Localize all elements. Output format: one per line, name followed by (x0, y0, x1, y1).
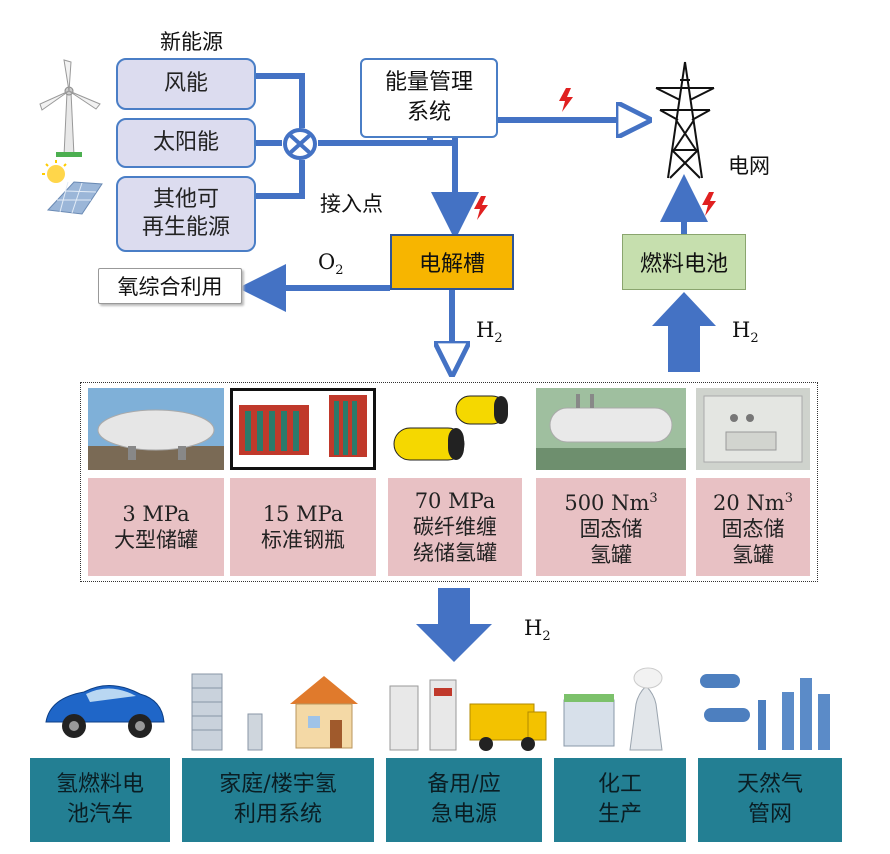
ems-label: 能量管理 系统 (384, 70, 473, 125)
chemical-plant-icon (563, 667, 663, 751)
h2-label-electrolyzer: H2 (476, 318, 503, 347)
steel-cylinders-image (230, 388, 376, 470)
electrolyzer-box: 电解槽 (390, 234, 514, 290)
source-solar: 太阳能 (116, 118, 256, 168)
app-label-backup-power: 备用/应急电源 (386, 758, 542, 842)
fuel-cell-label: 燃料电池 (639, 252, 728, 277)
energy-management-system: 能量管理 系统 (360, 58, 498, 138)
oxygen-utilization-box: 氧综合利用 (98, 268, 242, 304)
solar-panel-icon (42, 160, 103, 215)
carbon-fiber-tank-image (388, 388, 522, 470)
fuel-cell-car-icon (45, 685, 165, 738)
source-other-label: 其他可 再生能源 (141, 187, 230, 240)
app-label-fuel-cell-car: 氢燃料电池汽车 (30, 758, 170, 842)
transmission-tower-icon (655, 61, 715, 179)
lightning-icon (559, 88, 573, 112)
electrolyzer-label: 电解槽 (418, 252, 485, 277)
source-solar-label: 太阳能 (152, 130, 219, 155)
source-wind-label: 风能 (163, 71, 208, 96)
h2-label-fuelcell: H2 (732, 318, 759, 347)
oxygen-utilization-label: 氧综合利用 (117, 275, 223, 299)
large-tank-image (88, 388, 224, 470)
app-label-chemical: 化工生产 (554, 758, 686, 842)
natural-gas-pipeline-icon (700, 674, 830, 750)
h2-label-applications: H2 (524, 616, 551, 645)
home-building-icon (191, 673, 358, 751)
solid-state-20-image (696, 388, 810, 470)
access-point-label: 接入点 (320, 192, 383, 216)
storage-to-fuelcell-big-arrow (652, 292, 716, 372)
lightning-icon (702, 192, 716, 216)
grid-label: 电网 (728, 154, 770, 178)
storage-frame (80, 382, 818, 582)
valve-junction-icon (283, 128, 317, 160)
solid-state-500-image (536, 388, 686, 470)
new-energy-title: 新能源 (160, 30, 223, 54)
backup-power-icon (389, 679, 547, 751)
app-label-gas-pipeline: 天然气管网 (698, 758, 842, 842)
source-other-renewable: 其他可 再生能源 (116, 176, 256, 252)
o2-label: O2 (318, 250, 344, 279)
wind-turbine-icon (39, 59, 101, 157)
lightning-icon (474, 196, 488, 220)
app-label-home-building: 家庭/楼宇氢利用系统 (182, 758, 374, 842)
storage-to-applications-big-arrow (416, 588, 492, 662)
source-wind: 风能 (116, 58, 256, 110)
fuel-cell-box: 燃料电池 (622, 234, 746, 290)
